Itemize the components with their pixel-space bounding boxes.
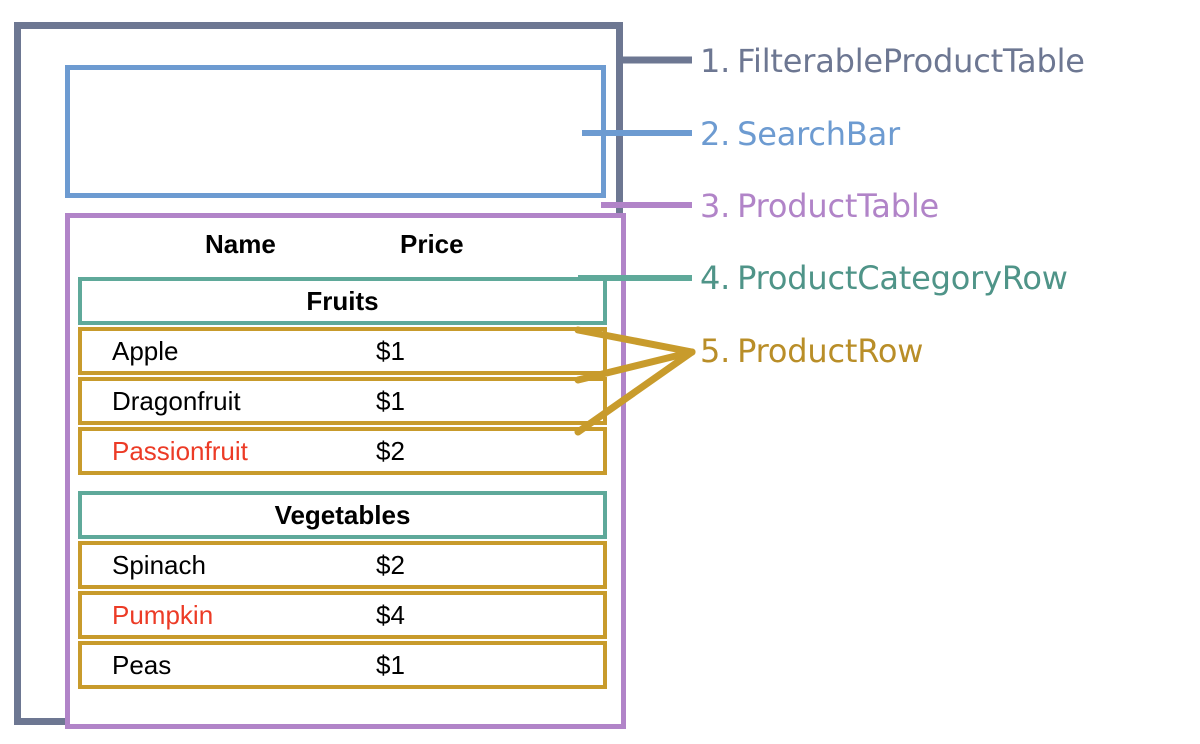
annotation-text: ProductRow <box>737 332 924 370</box>
annotation-number: 4. <box>700 259 731 297</box>
group-spacer <box>78 475 607 491</box>
product-name: Passionfruit <box>112 435 248 466</box>
annotation-number: 5. <box>700 332 731 370</box>
filterable-product-table-frame: Search... Only show products in stock Na… <box>14 22 626 729</box>
product-price: $1 <box>376 385 405 416</box>
annotation-label-product-row: 5.ProductRow <box>700 332 923 370</box>
product-table-frame: Name Price Fruits Apple $1 Dragonfruit $… <box>65 213 626 729</box>
annotation-number: 1. <box>700 42 731 80</box>
product-row[interactable]: Spinach $2 <box>78 541 607 589</box>
product-name: Pumpkin <box>112 599 214 630</box>
product-category-row: Vegetables <box>78 491 607 539</box>
product-rows: Fruits Apple $1 Dragonfruit $1 Passionfr… <box>78 277 607 689</box>
search-bar-frame <box>65 65 606 198</box>
product-row[interactable]: Apple $1 <box>78 327 607 375</box>
annotation-label-product-category-row: 4.ProductCategoryRow <box>700 259 1068 297</box>
product-name: Spinach <box>112 549 206 580</box>
annotation-text: ProductTable <box>737 187 939 225</box>
annotation-label-search-bar: 2.SearchBar <box>700 115 900 153</box>
product-row[interactable]: Passionfruit $2 <box>78 427 607 475</box>
annotation-number: 3. <box>700 187 731 225</box>
column-header-price: Price <box>400 229 464 259</box>
product-price: $4 <box>376 599 405 630</box>
column-header-name: Name <box>205 229 276 259</box>
annotation-text: SearchBar <box>737 115 900 153</box>
product-name: Peas <box>112 649 172 680</box>
product-price: $2 <box>376 435 405 466</box>
product-price: $2 <box>376 549 405 580</box>
product-row[interactable]: Pumpkin $4 <box>78 591 607 639</box>
product-row[interactable]: Dragonfruit $1 <box>78 377 607 425</box>
table-header-row: Name Price <box>70 229 621 265</box>
annotation-text: ProductCategoryRow <box>737 259 1068 297</box>
product-name: Apple <box>112 335 179 366</box>
product-price: $1 <box>376 335 405 366</box>
annotation-label-product-table: 3.ProductTable <box>700 187 939 225</box>
category-label: Vegetables <box>274 499 411 530</box>
annotation-label-filterable-product-table: 1.FilterableProductTable <box>700 42 1085 80</box>
product-row[interactable]: Peas $1 <box>78 641 607 689</box>
product-category-row: Fruits <box>78 277 607 325</box>
product-name: Dragonfruit <box>112 385 241 416</box>
product-price: $1 <box>376 649 405 680</box>
annotation-number: 2. <box>700 115 731 153</box>
annotation-text: FilterableProductTable <box>737 42 1085 80</box>
category-label: Fruits <box>306 285 379 316</box>
